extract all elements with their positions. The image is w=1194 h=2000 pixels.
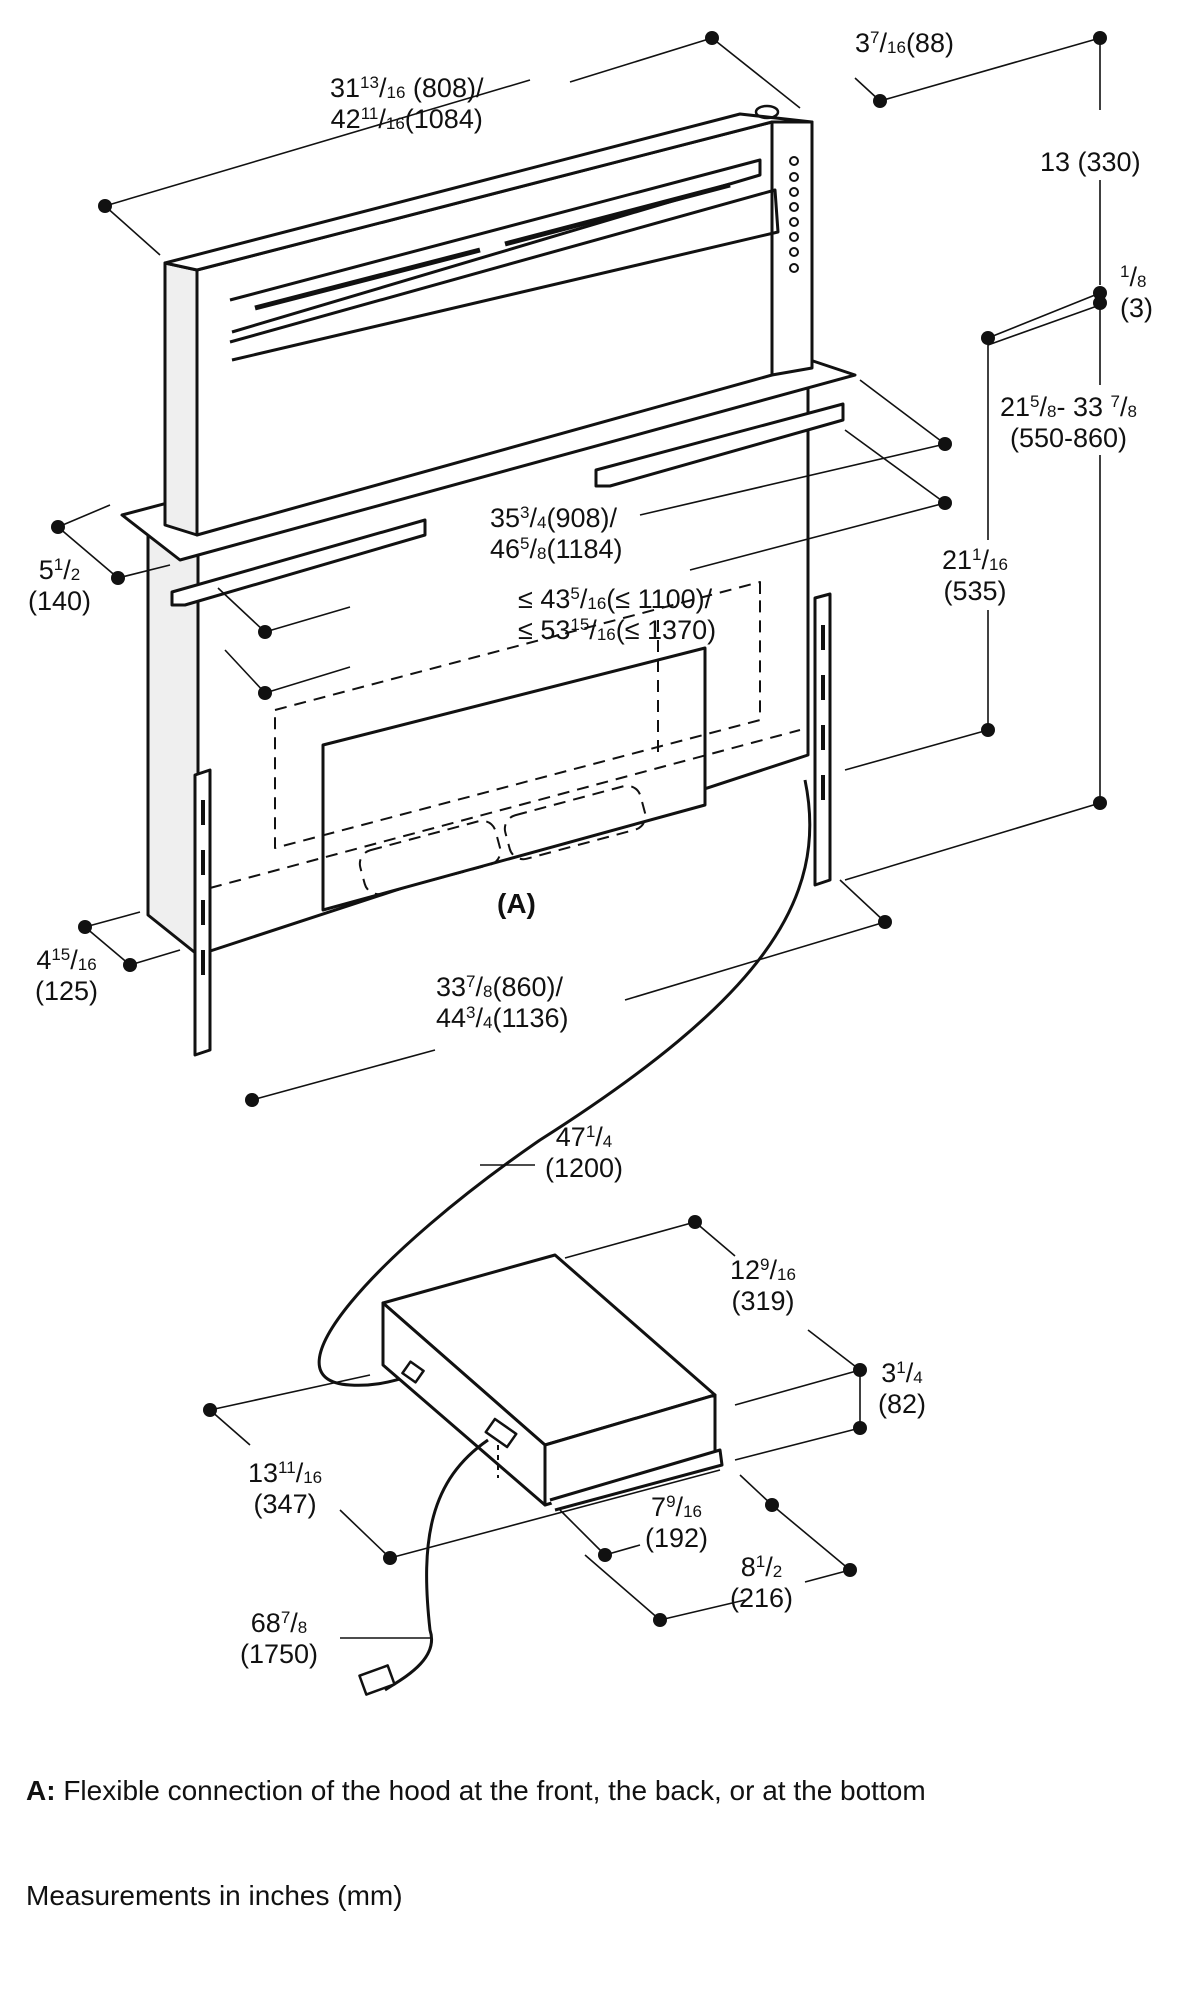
dim-blower-depth: 129/16 (319) [730,1255,796,1316]
note-units: Measurements in inches (mm) [26,1880,403,1911]
note-a-prefix: A: [26,1775,56,1806]
dim-blower-width: 1311/16 (347) [248,1458,323,1519]
dim-blower-mount-inner: 79/16 (192) [645,1492,709,1553]
power-plug [358,1664,396,1696]
dim-hood-width: 3113/16 (808)/ 4211/16(1084) [330,73,484,134]
hood-control-buttons [789,156,799,273]
dim-bracket-span: 353/4(908)/ 465/8(1184) [490,503,623,564]
dimension-lines [57,37,1101,1639]
dim-body-height: 211/16 (535) [942,545,1008,606]
hood-unit [120,104,857,1057]
connection-cable [317,779,812,1387]
dim-hood-depth-top: 37/16(88) [855,28,954,58]
hood-intake-flap [229,188,780,362]
mounting-rail-left [170,518,427,607]
power-cord [384,1438,489,1692]
dim-countertop-gap: 1/8 (3) [1120,262,1153,323]
hood-intake-grille [229,158,762,334]
dim-cutout-max: ≤ 435/16(≤ 1100)/ ≤ 5315/16(≤ 1370) [518,584,717,645]
dim-hood-height-raised: 13 (330) [1040,147,1141,177]
hood-tower-side [163,261,199,537]
blower-side [381,1301,547,1507]
blower-unit [381,1253,724,1512]
note-a-text: Flexible connection of the hood at the f… [55,1775,926,1806]
dim-body-width: 337/8(860)/ 443/4(1136) [436,972,569,1033]
dim-install-depth-range: 215/8- 33 7/8 (550-860) [1000,392,1137,453]
dim-body-depth-bottom: 415/16 (125) [35,945,99,1006]
note-a: A: Flexible connection of the hood at th… [26,1775,926,1807]
mounting-rail-right [594,402,845,488]
dim-side-depth: 51/2 (140) [28,555,92,616]
callout-a: (A) [497,888,536,919]
dimension-endpoints [51,31,1107,1627]
dim-connection-cable: 471/4 (1200) [545,1122,624,1183]
dim-power-cord: 687/8 (1750) [240,1608,319,1669]
dim-blower-height: 31/4 (82) [878,1358,927,1419]
hood-top-button [754,104,780,120]
dim-blower-mount-outer: 81/2 (216) [730,1552,794,1613]
front-connection-panel [321,646,707,912]
hidden-lines [209,581,801,896]
